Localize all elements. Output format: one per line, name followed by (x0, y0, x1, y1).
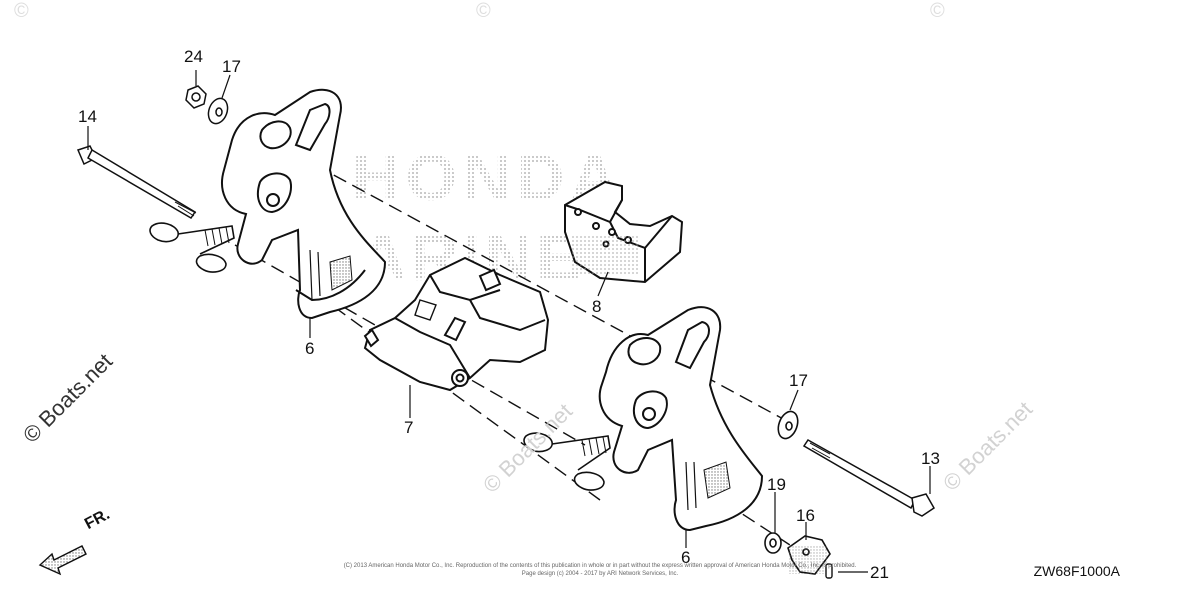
eye-screw-left (149, 222, 235, 273)
callout-6-left[interactable]: 6 (305, 339, 315, 358)
bolt-14 (76, 145, 197, 220)
watermark-corner-1: © (14, 0, 29, 22)
callout-7[interactable]: 7 (404, 418, 414, 437)
swivel-case-7 (363, 256, 550, 392)
copyright-notice: (C) 2013 American Honda Motor Co., Inc. … (330, 562, 870, 578)
callout-6-right[interactable]: 6 (681, 548, 691, 567)
clamp-bracket-right (598, 306, 764, 532)
washer-17-top (207, 97, 229, 125)
nut-24 (185, 85, 207, 109)
callout-14[interactable]: 14 (78, 107, 97, 126)
callout-16[interactable]: 16 (796, 506, 815, 525)
copyright-line-2: Page design (c) 2004 - 2017 by ARI Netwo… (521, 571, 679, 577)
watermark-corner-2: © (476, 0, 491, 22)
eye-screw-right (523, 432, 611, 491)
pin-21 (825, 563, 833, 579)
front-direction-arrow (38, 545, 87, 576)
watermark-corner-3: © (930, 0, 945, 22)
callout-24[interactable]: 24 (184, 47, 203, 66)
washer-17-right (777, 410, 799, 440)
callout-21[interactable]: 21 (870, 563, 889, 582)
callout-17-right[interactable]: 17 (789, 371, 808, 390)
callout-8[interactable]: 8 (592, 297, 602, 316)
bolt-13 (802, 439, 935, 517)
washer-19 (764, 532, 782, 554)
callout-leaders (87, 70, 931, 573)
callout-17-top[interactable]: 17 (222, 57, 241, 76)
diagram-code: ZW68F1000A (1033, 563, 1120, 579)
callout-19[interactable]: 19 (767, 475, 786, 494)
clamp-bracket-left (221, 88, 387, 320)
callout-13[interactable]: 13 (921, 449, 940, 468)
lock-clip-16 (787, 535, 831, 575)
spacer-8 (564, 180, 684, 284)
copyright-line-1: (C) 2013 American Honda Motor Co., Inc. … (343, 563, 857, 569)
